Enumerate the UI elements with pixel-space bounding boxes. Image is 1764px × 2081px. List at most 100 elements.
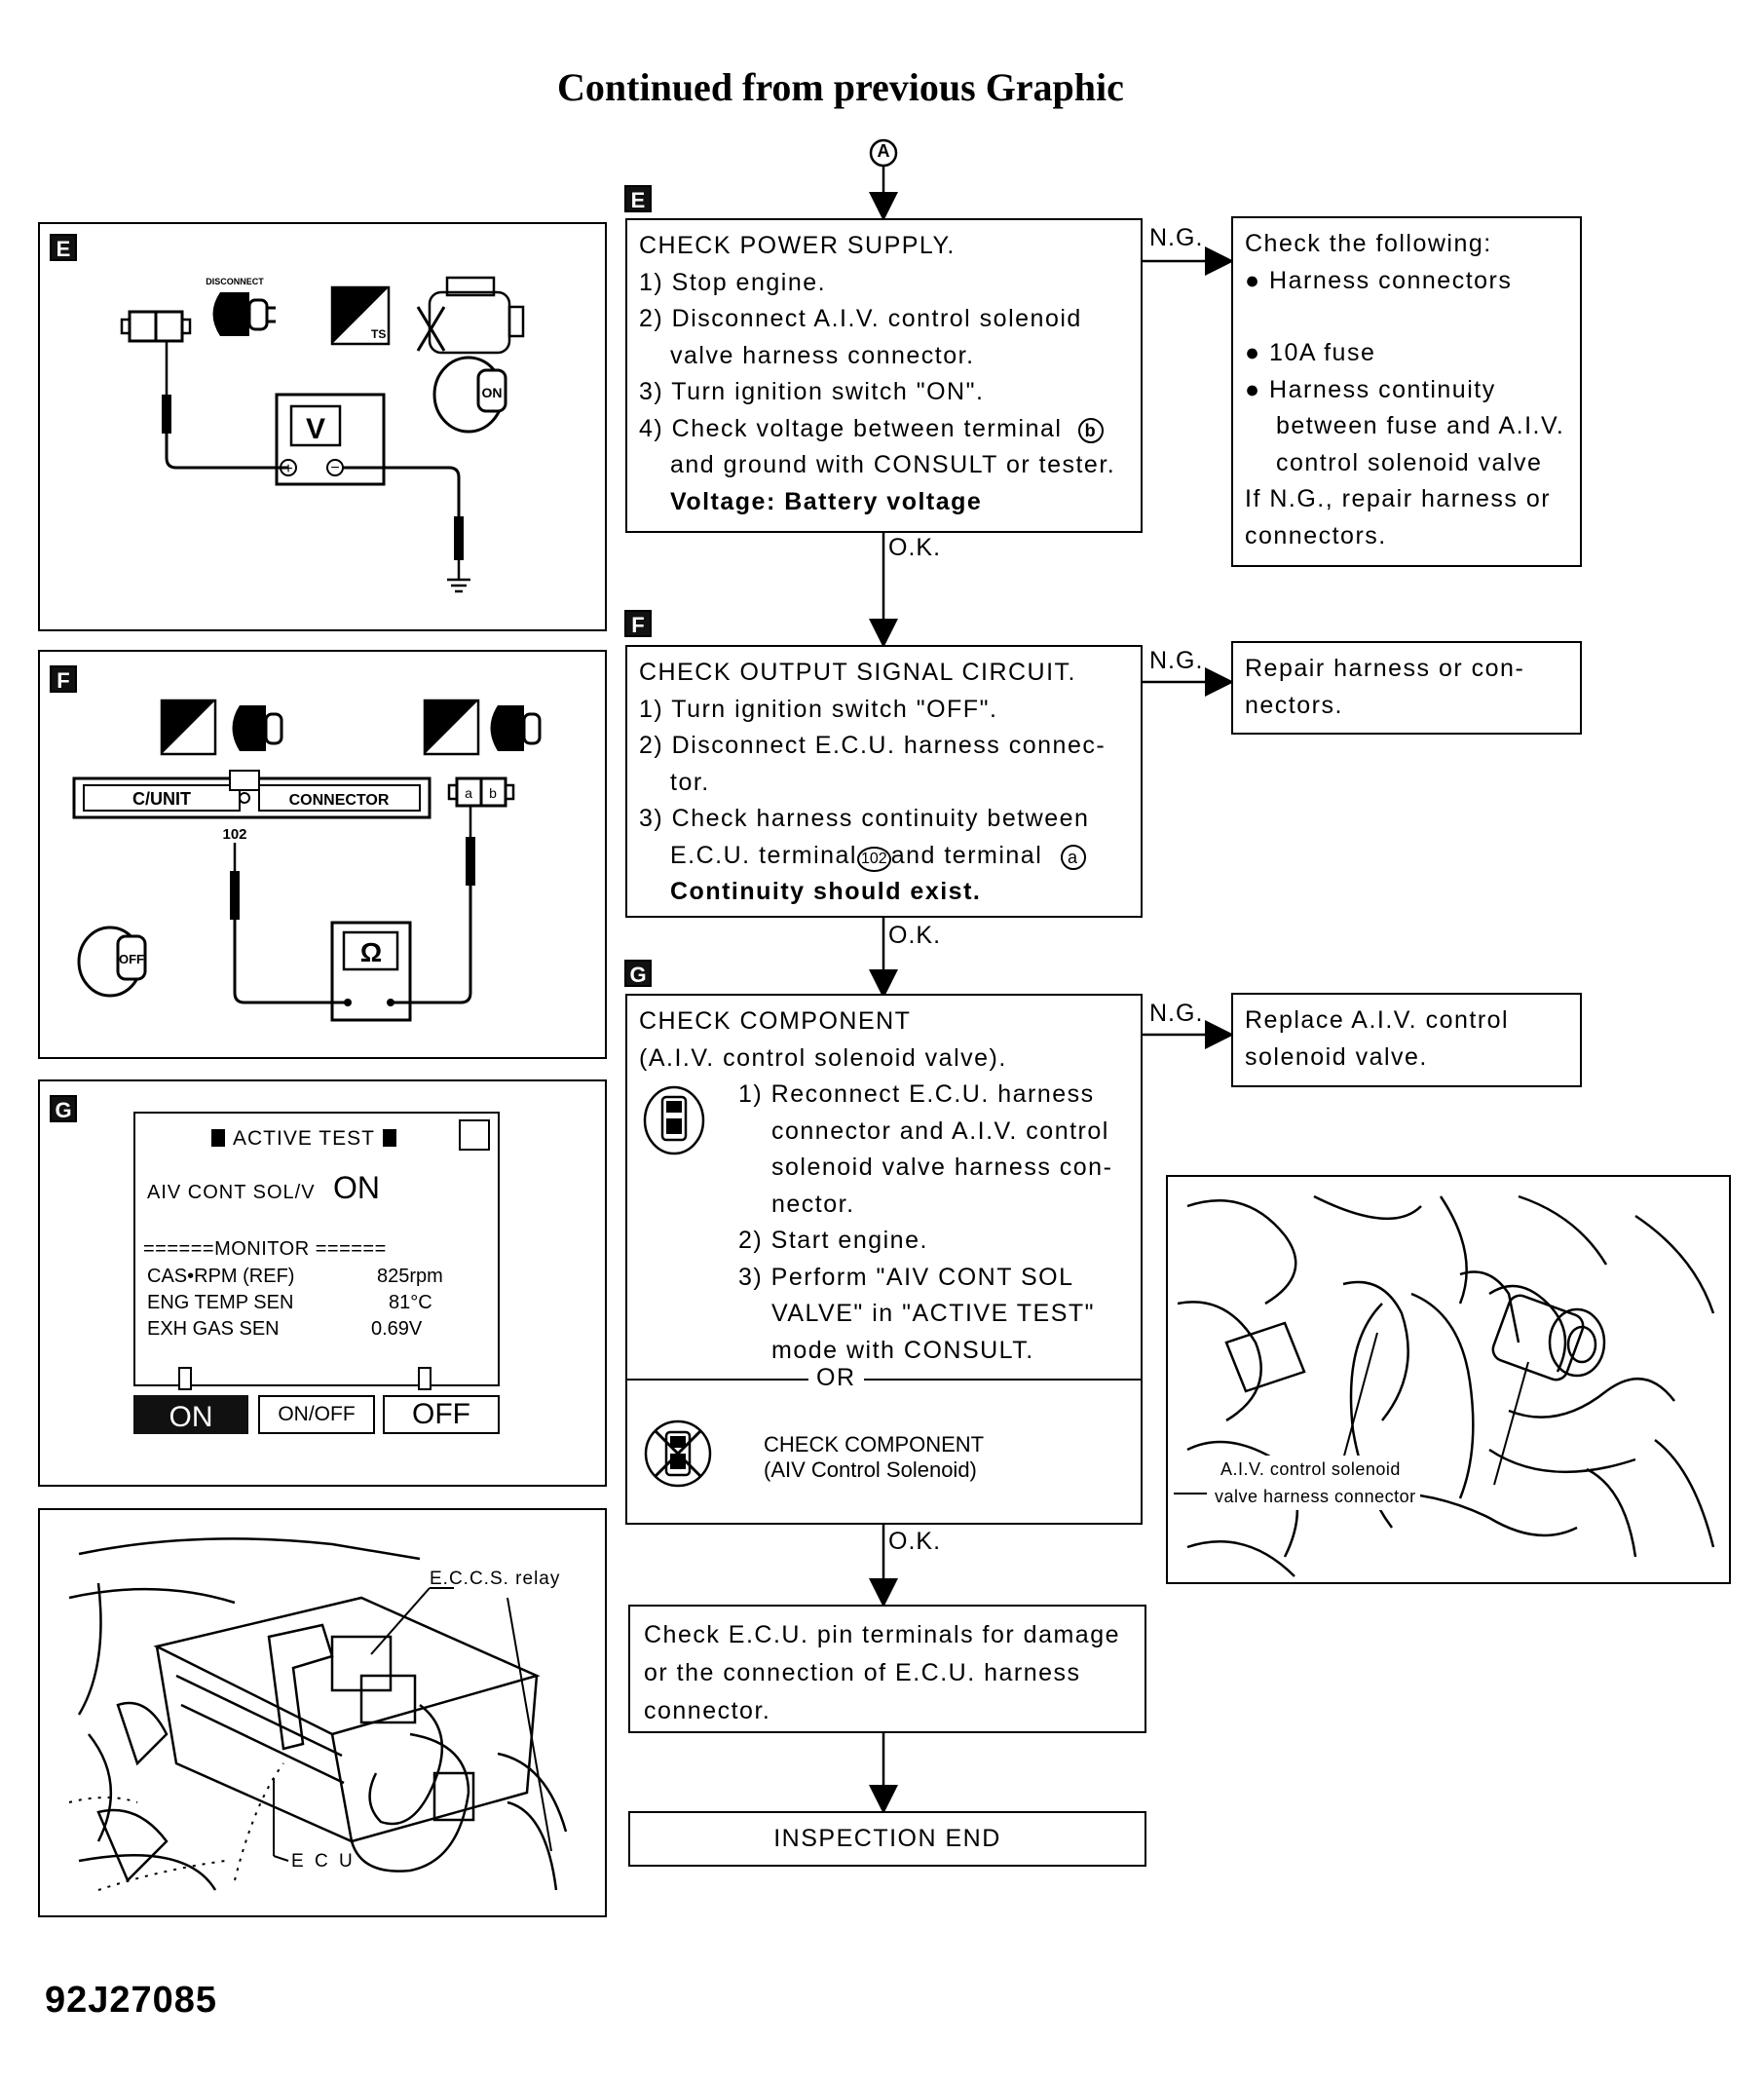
step-f-line-3: 2) Disconnect E.C.U. harness connec-: [639, 732, 1107, 759]
step-f-line-6b-text: and terminal: [890, 841, 1043, 869]
step-g-line-1: CHECK COMPONENT: [639, 1007, 912, 1035]
monitor-row-name: ENG TEMP SEN: [147, 1292, 294, 1313]
touch-pointer-right-icon: [418, 1367, 432, 1390]
step-g-tag: G: [624, 960, 652, 987]
step-e-ng-line-6: control solenoid valve: [1276, 448, 1543, 476]
step-e-line-6-text: 4) Check voltage between terminal: [639, 414, 1063, 442]
step-f-line-5: 3) Check harness continuity between: [639, 805, 1090, 832]
step-g-line-3: 1) Reconnect E.C.U. harness: [738, 1080, 1095, 1108]
ts-icon-right: [423, 699, 480, 756]
step-e-ng-line-7: If N.G., repair harness or: [1245, 485, 1552, 512]
ohm-text: Ω: [360, 937, 382, 967]
ignition-key-off-icon: OFF: [77, 926, 147, 998]
step-g-line-7: 2) Start engine.: [738, 1227, 928, 1254]
terminal-a-symbol: a: [1060, 844, 1086, 870]
step-e-line-3: 2) Disconnect A.I.V. control solenoid: [639, 305, 1082, 332]
voltmeter-label: V: [306, 413, 325, 445]
monitor-row: EXH GAS SEN 0.69V: [147, 1316, 443, 1343]
aiv-connector-label-line-1: A.I.V. control solenoid: [1220, 1459, 1401, 1479]
step-e-ng-line-1: Check the following:: [1245, 230, 1492, 257]
ab-b-text: b: [489, 785, 497, 801]
no-consult-icon: [644, 1419, 712, 1488]
monitor-row-value: 81°C: [389, 1292, 432, 1313]
step-e-line-5: 3) Turn ignition switch "ON".: [639, 378, 985, 405]
step-e-ok-label: O.K.: [888, 534, 942, 561]
ts-text: TS: [371, 327, 386, 341]
step-e-ng-line-2: ● Harness connectors: [1245, 266, 1513, 294]
eccs-relay-label: E.C.C.S. relay: [430, 1569, 561, 1589]
step-e-box: CHECK POWER SUPPLY. 1) Stop engine. 2) D…: [625, 218, 1143, 533]
step-f-box: CHECK OUTPUT SIGNAL CIRCUIT. 1) Turn ign…: [625, 645, 1143, 918]
engine-icon: [416, 276, 525, 355]
connector-a-label: A: [877, 141, 890, 161]
disconnect-icon: DISCONNECT: [206, 277, 276, 336]
screen-button-on[interactable]: ON: [133, 1395, 248, 1434]
step-f-tag: F: [624, 610, 652, 637]
final-line-3: connector.: [644, 1697, 771, 1724]
step-g-line-4: connector and A.I.V. control: [771, 1116, 1109, 1145]
step-g-alt-line-2: (AIV Control Solenoid): [764, 1457, 977, 1482]
terminal-b-symbol: b: [1077, 417, 1104, 443]
aiv-connector-label: A.I.V. control solenoid valve harness co…: [1211, 1456, 1420, 1510]
final-line-2: or the connection of E.C.U. harness: [644, 1659, 1081, 1686]
key-off-text: OFF: [119, 952, 144, 966]
monitor-row-name: CAS•RPM (REF): [147, 1266, 295, 1287]
ohmmeter-icon: Ω: [330, 921, 412, 1022]
final-line-1: Check E.C.U. pin terminals for damage: [644, 1621, 1121, 1648]
step-e-ng-box: Check the following: ● Harness connector…: [1231, 216, 1582, 567]
step-e-line-2: 1) Stop engine.: [639, 268, 827, 296]
step-g-line-6: nector.: [771, 1190, 855, 1218]
aiv-item-value: ON: [333, 1170, 381, 1205]
step-g-alt-text: CHECK COMPONENT (AIV Control Solenoid): [764, 1432, 984, 1483]
control-unit-connector: C/UNIT CONNECTOR 102: [72, 770, 432, 843]
step-f-spec: Continuity should exist.: [670, 878, 982, 905]
ecu-illustration: [68, 1537, 568, 1891]
panel-e-tag: E: [50, 234, 77, 261]
screen-button-off[interactable]: OFF: [383, 1395, 500, 1434]
aiv-item-name: AIV CONT SOL/V: [147, 1182, 316, 1203]
ecu-label: E C U: [291, 1851, 356, 1872]
step-e-line-1: CHECK POWER SUPPLY.: [639, 232, 956, 259]
ab-a-text: a: [465, 785, 472, 801]
step-g-ng-label: N.G.: [1149, 1000, 1204, 1027]
panel-f-tag: F: [50, 665, 77, 693]
step-g-ng-line-2: solenoid valve.: [1245, 1042, 1428, 1071]
step-f-line-6-text: E.C.U. terminal: [670, 841, 857, 869]
aiv-connector-label-line-2: valve harness connector: [1215, 1487, 1416, 1506]
monitor-rows: CAS•RPM (REF)825rpm ENG TEMP SEN 81°C EXH…: [147, 1264, 443, 1343]
step-e-ng-label: N.G.: [1149, 224, 1204, 251]
connector-ab-icon: [120, 310, 192, 343]
connector-text: CONNECTOR: [289, 792, 390, 809]
step-g-line-10: mode with CONSULT.: [771, 1336, 1034, 1364]
step-g-line-2: (A.I.V. control solenoid valve).: [639, 1043, 1007, 1072]
disconnect-icon-left: [232, 705, 283, 751]
screen-button-onoff[interactable]: ON/OFF: [258, 1395, 375, 1434]
monitor-row: CAS•RPM (REF)825rpm: [147, 1264, 443, 1290]
step-g-line-5: solenoid valve harness con-: [771, 1154, 1113, 1181]
step-g-ng-box: Replace A.I.V. control solenoid valve.: [1231, 993, 1582, 1087]
step-f-line-4: tor.: [670, 768, 710, 796]
engine-bay-panel: A.I.V. control solenoid valve harness co…: [1166, 1175, 1731, 1584]
pin-102-text: 102: [222, 826, 246, 843]
screen-checkbox-icon: [459, 1119, 490, 1151]
step-g-ok-label: O.K.: [888, 1528, 942, 1555]
panel-g: G ACTIVE TEST AIV CONT SOL/V ON ======MO…: [38, 1079, 607, 1487]
aiv-item-row: AIV CONT SOL/V ON: [147, 1170, 380, 1206]
panel-e-diagram: V + − DISCONNECT TS: [120, 276, 525, 593]
step-f-line-2: 1) Turn ignition switch "OFF".: [639, 695, 998, 723]
monitor-header: ======MONITOR ======: [143, 1238, 387, 1260]
step-f-ok-label: O.K.: [888, 922, 942, 949]
ecu-location-panel: E.C.C.S. relay E C U: [38, 1508, 607, 1917]
step-g-line-8: 3) Perform "AIV CONT SOL: [738, 1263, 1074, 1291]
monitor-row-value: 0.69V: [371, 1318, 423, 1340]
active-test-title: ACTIVE TEST: [211, 1127, 396, 1151]
panel-e: E V + −: [38, 222, 607, 631]
active-test-label: ACTIVE TEST: [233, 1127, 375, 1150]
step-e-ng-spacer: [1245, 299, 1568, 335]
step-g-line-9: VALVE" in "ACTIVE TEST": [771, 1300, 1096, 1327]
monitor-row-name: EXH GAS SEN: [147, 1318, 280, 1340]
step-e-ng-line-8: connectors.: [1245, 521, 1387, 549]
square-marker-right-icon: [382, 1129, 396, 1147]
connector-ab-icon-f: a b: [447, 776, 515, 808]
